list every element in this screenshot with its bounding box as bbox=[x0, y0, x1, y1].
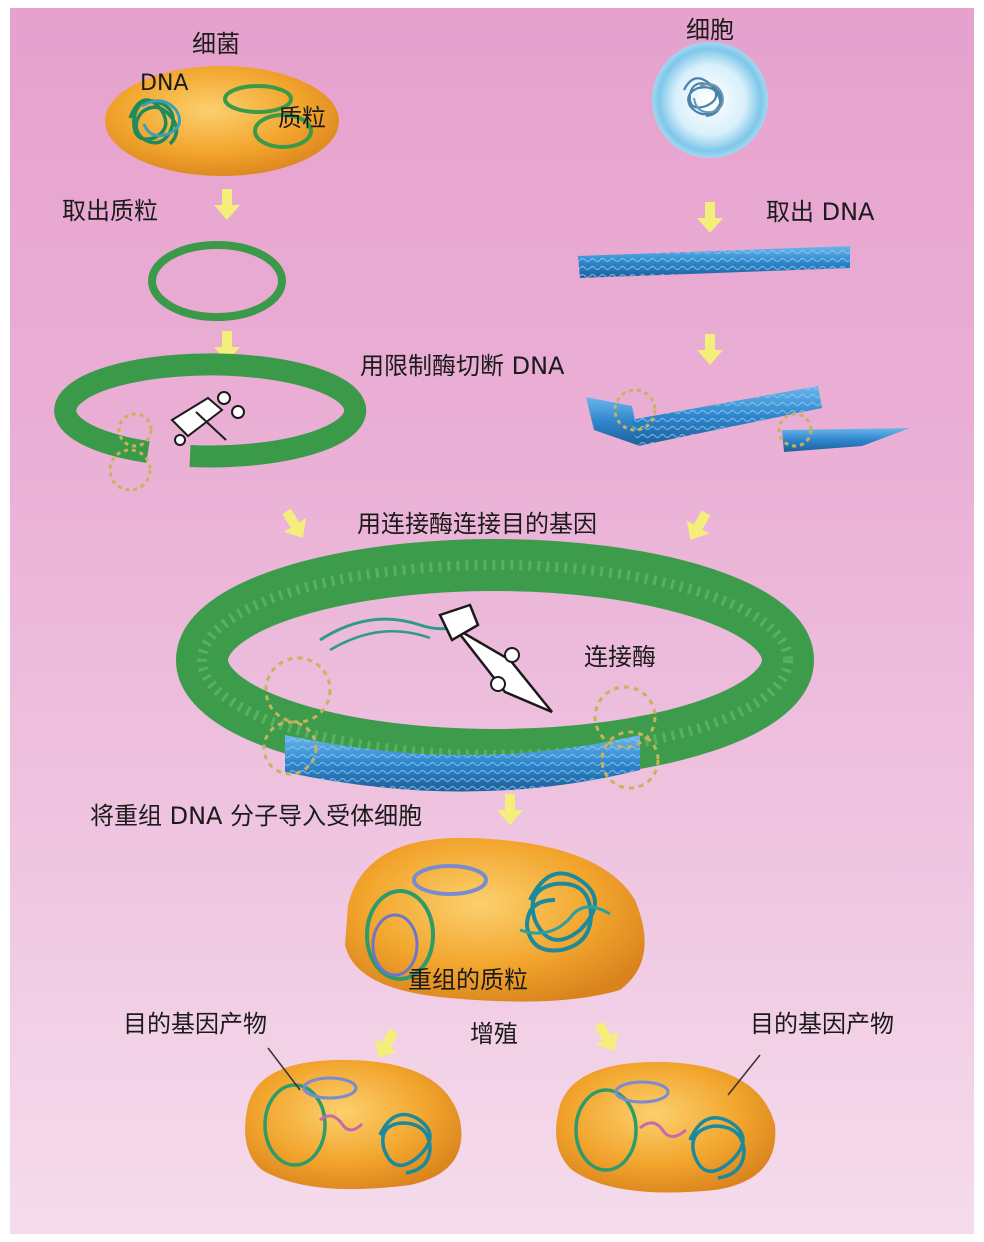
arrow-down-1 bbox=[214, 189, 240, 220]
daughter-cell-right bbox=[556, 1061, 776, 1193]
plasmid-ring bbox=[148, 241, 286, 321]
label-recombinant-plasmid: 重组的质粒 bbox=[408, 966, 528, 994]
recipient-cell bbox=[345, 837, 645, 1002]
dna-fragments bbox=[586, 386, 910, 452]
label-proliferate: 增殖 bbox=[470, 1020, 518, 1048]
label-target-gene-product-left: 目的基因产物 bbox=[123, 1010, 267, 1038]
ligase-enzyme-icon bbox=[319, 603, 553, 714]
donor-cell bbox=[652, 42, 768, 158]
arrow-diag-left-2 bbox=[367, 1024, 406, 1065]
label-ligase: 连接酶 bbox=[584, 643, 656, 671]
plasmid-being-cut bbox=[54, 353, 367, 492]
recombinant-ring bbox=[176, 539, 814, 792]
restriction-enzyme-icon bbox=[170, 391, 245, 446]
label-plasmid: 质粒 bbox=[278, 104, 326, 132]
arrow-diag-left bbox=[275, 504, 314, 545]
arrow-diag-right-2 bbox=[587, 1017, 626, 1058]
label-extract-dna: 取出 DNA bbox=[766, 198, 875, 226]
leader-line-left bbox=[267, 1047, 301, 1091]
daughter-cell-left bbox=[245, 1059, 462, 1190]
arrow-diag-right bbox=[679, 506, 718, 547]
arrow-down-5 bbox=[497, 794, 523, 825]
label-target-gene-product-right: 目的基因产物 bbox=[750, 1010, 894, 1038]
leader-line-right bbox=[727, 1054, 761, 1096]
label-introduce-recombinant-dna: 将重组 DNA 分子导入受体细胞 bbox=[90, 802, 423, 830]
dna-rod bbox=[578, 246, 850, 278]
label-cell: 细胞 bbox=[686, 16, 734, 44]
label-extract-plasmid: 取出质粒 bbox=[62, 197, 158, 225]
arrow-down-2 bbox=[697, 202, 723, 233]
label-dna: DNA bbox=[140, 71, 189, 96]
diagram-background bbox=[10, 8, 974, 1234]
label-cut-dna: 用限制酶切断 DNA bbox=[360, 352, 565, 380]
label-ligate-target-gene: 用连接酶连接目的基因 bbox=[357, 510, 597, 538]
label-bacterium: 细菌 bbox=[192, 30, 240, 58]
bacterium-cell bbox=[105, 66, 339, 176]
arrow-down-4 bbox=[697, 334, 723, 365]
